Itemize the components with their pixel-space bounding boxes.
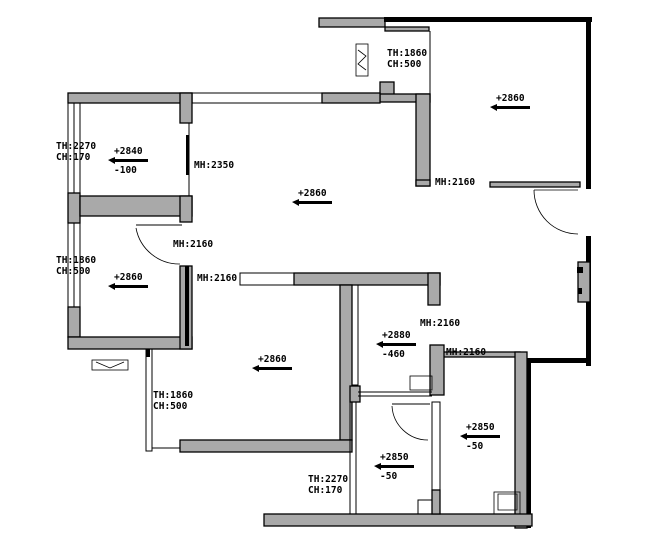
level-offset: -460 <box>382 349 405 360</box>
window-annotation-bottom: TH:1860 CH:500 <box>153 390 193 412</box>
level-offset: -50 <box>466 441 484 452</box>
window-annotation-top: TH:1860 CH:500 <box>387 48 427 70</box>
window-annotation-left-upper: TH:2270 CH:170 <box>56 141 96 163</box>
level-arrow-icon <box>108 157 148 164</box>
level-arrow-icon <box>374 463 414 470</box>
door-height-living: MH:2350 <box>194 160 235 171</box>
door-height-corridor: MH:2160 <box>197 273 238 284</box>
door-height-top-right: MH:2160 <box>435 177 476 188</box>
window-sill: CH:500 <box>56 266 91 277</box>
level-marker-left-upper: +2840 -100 <box>108 146 148 176</box>
level-offset: -50 <box>380 471 398 482</box>
fixture-symbols <box>91 43 583 371</box>
level-value: +2860 <box>298 188 327 199</box>
wall-left-rooms <box>67 92 193 350</box>
level-value: +2850 <box>380 452 409 463</box>
level-marker-living: +2860 <box>292 188 332 206</box>
door-height-bath: MH:2160 <box>446 347 487 358</box>
wall-bottom <box>145 348 533 527</box>
wall-top-right-room <box>318 17 592 189</box>
level-marker-top-right: +2860 <box>490 93 530 111</box>
level-value: +2860 <box>258 354 287 365</box>
level-arrow-icon <box>376 341 416 348</box>
window-sill: CH:170 <box>308 485 343 496</box>
door-height-left-lower: MH:2160 <box>173 239 214 250</box>
level-value: +2880 <box>382 330 411 341</box>
level-arrow-icon <box>460 433 500 440</box>
level-arrow-icon <box>252 365 292 372</box>
level-marker-kitchen: +2880 -460 <box>376 330 416 360</box>
level-arrow-icon <box>292 199 332 206</box>
door-swings <box>135 186 580 441</box>
window-annotation-left-lower: TH:1860 CH:500 <box>56 255 96 277</box>
window-sill: CH:500 <box>153 401 188 412</box>
window-sill: CH:500 <box>387 59 422 70</box>
door-height-kitchen: MH:2160 <box>420 318 461 329</box>
window-height: TH:1860 <box>153 390 194 401</box>
level-arrow-icon <box>108 283 148 290</box>
window-sill: CH:170 <box>56 152 91 163</box>
window-height: TH:2270 <box>308 474 349 485</box>
level-arrow-icon <box>490 104 530 111</box>
wall-right <box>429 236 591 529</box>
wall-middle <box>239 272 441 441</box>
level-value: +2850 <box>466 422 495 433</box>
window-height: TH:1860 <box>56 255 97 266</box>
level-marker-bath-small: +2850 -50 <box>374 452 414 482</box>
level-value: +2840 <box>114 146 143 157</box>
level-marker-bath-right: +2850 -50 <box>460 422 500 452</box>
level-value: +2860 <box>496 93 525 104</box>
level-marker-bottom-center: +2860 <box>252 354 292 372</box>
window-height: TH:2270 <box>56 141 97 152</box>
wall-living-top <box>67 92 381 104</box>
level-marker-left-lower: +2860 <box>108 272 148 290</box>
level-value: +2860 <box>114 272 143 283</box>
window-annotation-bath: TH:2270 CH:170 <box>308 474 348 496</box>
window-height: TH:1860 <box>387 48 428 59</box>
level-offset: -100 <box>114 165 137 176</box>
